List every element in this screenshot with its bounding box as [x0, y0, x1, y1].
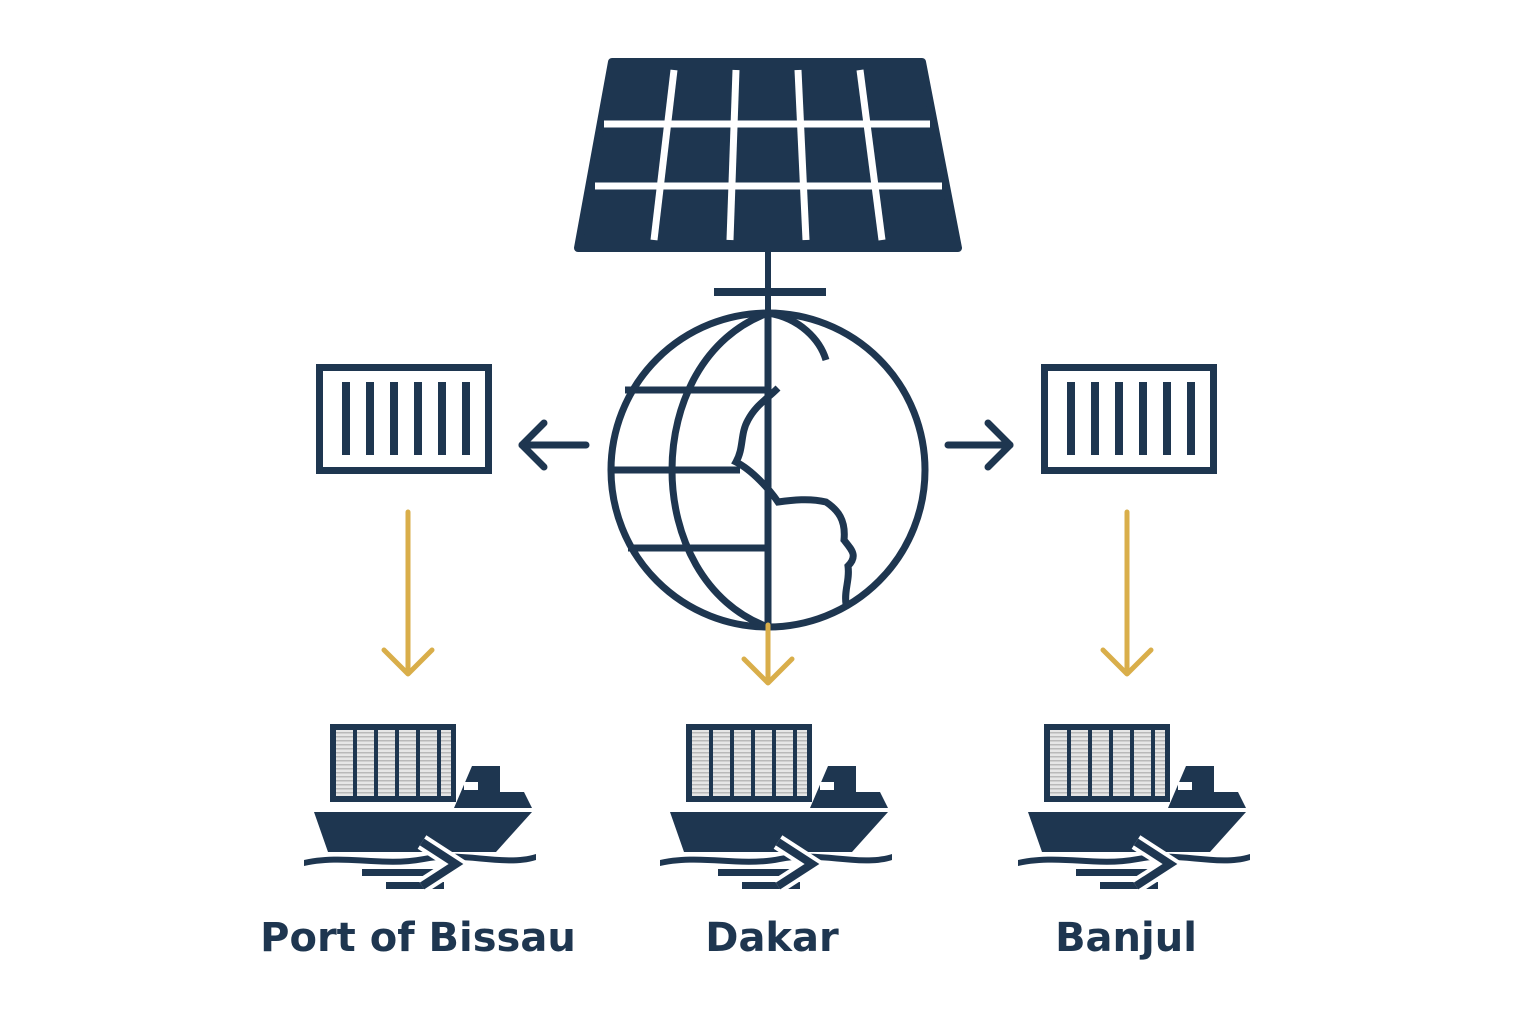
- container-left: [320, 368, 489, 471]
- arrow-to-right-container: [944, 419, 1014, 471]
- port-label-bissau: Port of Bissau: [260, 915, 576, 961]
- container-right: [1045, 368, 1214, 471]
- cargo-ship-banjul: [1018, 724, 1250, 889]
- cargo-ship-bissau: [304, 724, 536, 889]
- port-label-dakar: Dakar: [705, 915, 839, 961]
- cargo-ship-dakar: [660, 724, 892, 889]
- globe-icon: [607, 309, 929, 631]
- gold-arrow-banjul: [1103, 512, 1151, 674]
- gold-arrow-bissau: [384, 512, 432, 674]
- arrow-to-left-container: [518, 419, 590, 471]
- solar-panel-icon: [574, 58, 962, 252]
- port-label-banjul: Banjul: [1055, 915, 1197, 961]
- gold-arrow-dakar: [741, 622, 795, 686]
